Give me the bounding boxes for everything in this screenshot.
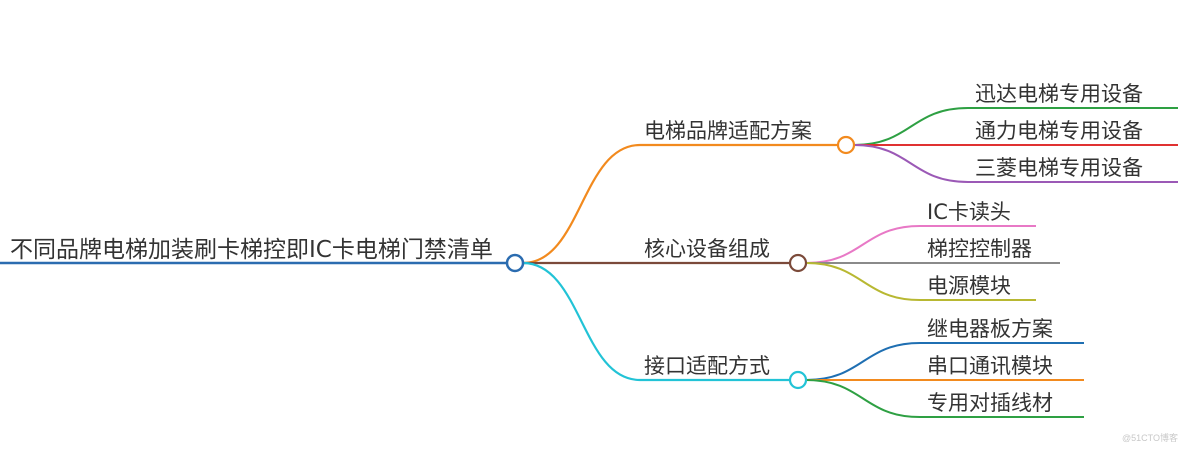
leaf-topic[interactable]: 三菱电梯专用设备 [975,156,1143,180]
branch-collapse-toggle[interactable] [788,253,808,273]
leaf-connector [853,144,969,183]
root-topic[interactable]: 不同品牌电梯加装刷卡梯控即IC卡电梯门禁清单 [10,237,493,263]
watermark: @51CTO博客 [1122,433,1178,443]
branch-connector [522,261,641,382]
leaf-connector [805,379,921,418]
leaf-topic[interactable]: 电源模块 [927,274,1011,298]
leaf-topic[interactable]: 迅达电梯专用设备 [975,82,1143,106]
branch-topic-core-devices[interactable]: 核心设备组成 [644,237,770,261]
mindmap-edges [522,107,969,418]
leaf-topic[interactable]: 继电器板方案 [927,317,1053,341]
leaf-connector [853,107,969,146]
branch-topic-brand-adaptation[interactable]: 电梯品牌适配方案 [644,119,812,143]
leaf-connector [805,262,921,301]
leaf-topic[interactable]: 梯控控制器 [927,237,1032,261]
leaf-topic[interactable]: IC卡读头 [927,200,1011,224]
leaf-topic[interactable]: 专用对插线材 [927,391,1053,415]
leaf-topic[interactable]: 通力电梯专用设备 [975,119,1143,143]
mindmap-nodes: 不同品牌电梯加装刷卡梯控即IC卡电梯门禁清单 电梯品牌适配方案 迅达电梯专用设备… [0,82,1178,418]
branch-connector [522,143,641,265]
leaf-connector [805,225,921,264]
branch-topic-interface-methods[interactable]: 接口适配方式 [644,354,770,378]
leaf-topic[interactable]: 串口通讯模块 [927,354,1053,378]
leaf-connector [805,342,921,381]
root-collapse-toggle[interactable] [505,253,525,273]
branch-collapse-toggle[interactable] [836,135,856,155]
branch-collapse-toggle[interactable] [788,370,808,390]
